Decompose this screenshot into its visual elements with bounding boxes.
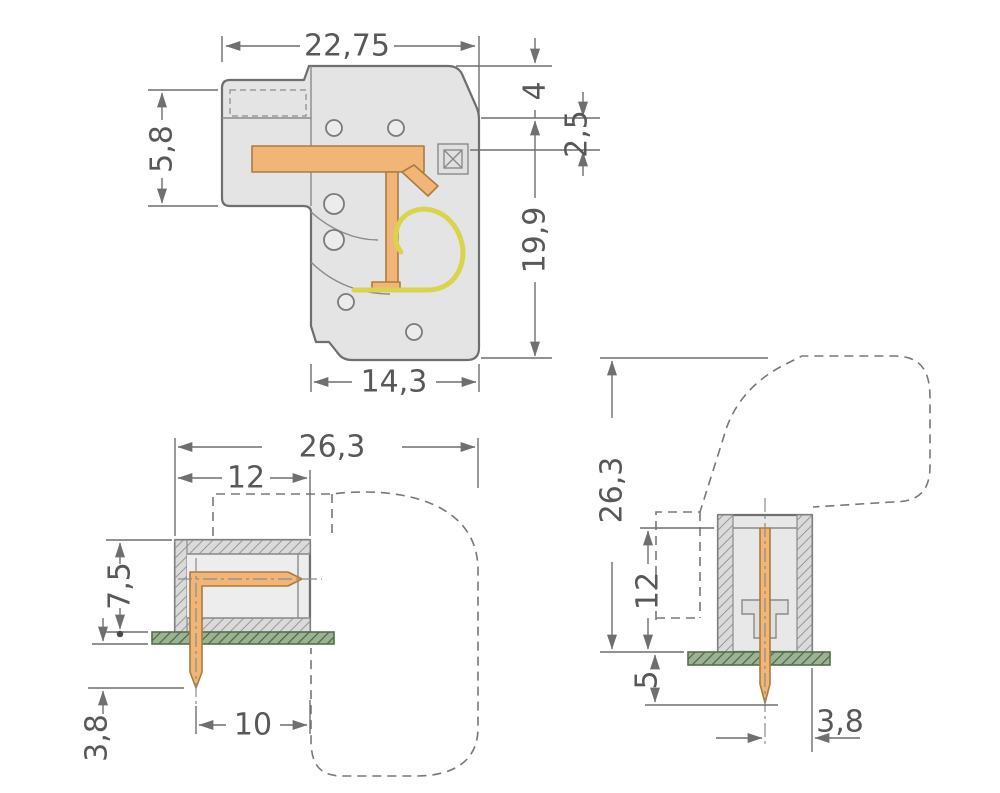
dim-label: 5 (630, 670, 665, 689)
dim-overall-width: 26,3 (174, 430, 479, 536)
dim-lower-width: 14,3 (310, 364, 480, 400)
wire-entry-hidden-outline (229, 89, 307, 117)
dim-label: 3,8 (816, 705, 864, 740)
test-slot-inner (443, 149, 463, 169)
test-slot-cross (443, 149, 463, 169)
housing-hidden-outline (655, 355, 931, 620)
solder-pin (189, 571, 303, 689)
dim-body-width: 12 (177, 461, 311, 536)
dim-label: 19,9 (518, 207, 553, 274)
housing-hole (323, 229, 345, 251)
dim-label: 14,3 (361, 365, 428, 400)
body-wall-top (174, 539, 311, 555)
dim-label: 4 (518, 81, 553, 100)
dim-right-offset: 2,5 (470, 92, 600, 176)
dim-label: 26,3 (595, 457, 630, 524)
housing-hole (405, 323, 423, 341)
dim-pin-below-pcb: 3,8 (80, 618, 184, 762)
dim-label: 12 (631, 572, 666, 610)
housing-hole (323, 193, 345, 215)
dim-pin-length: 10 (195, 700, 311, 743)
contact-bend (401, 164, 439, 197)
test-slot-detail (437, 143, 469, 175)
body-wall-left (717, 514, 734, 653)
housing-inner-contour (310, 261, 391, 295)
contact-strip (251, 145, 425, 173)
dim-label: 10 (234, 708, 272, 743)
housing-hole (337, 293, 355, 311)
dim-left-height: 5,8 (145, 89, 218, 207)
housing-hole (325, 119, 343, 137)
mating-plug-hidden-outline (212, 491, 479, 777)
body-wall-left (174, 539, 188, 633)
dim-overall-height: 19,9 (481, 120, 553, 359)
dim-label: 3,8 (80, 714, 115, 762)
body-wall-right (796, 514, 813, 653)
dim-overall-height: 26,3 (595, 357, 768, 653)
housing-hole (387, 119, 405, 137)
dim-label: 5,8 (145, 125, 180, 173)
view-side-mounted-connector: 26,3 12 7,5 3,8 (80, 430, 479, 777)
dim-body-height: 12 (631, 527, 714, 650)
dim-label: 12 (227, 461, 265, 496)
dim-overall-width: 22,75 (221, 29, 480, 118)
dim-pin-to-edge: 3,8 (716, 668, 864, 752)
view-angled-connector-section: 22,75 4 2,5 19,9 5 (145, 29, 600, 400)
pcb-board (687, 651, 831, 666)
dim-pin-below-pcb: 5 (630, 654, 778, 706)
dim-height-above-pcb: 7,5 (103, 539, 172, 638)
pcb-board (151, 631, 335, 645)
clamp-spring (351, 206, 466, 293)
dim-label: 22,75 (304, 29, 390, 64)
dim-label: 7,5 (103, 562, 138, 610)
dim-top-depth: 4 (456, 38, 600, 119)
solder-pin (759, 527, 771, 704)
connector-body-outline (220, 64, 481, 362)
reference-dot (116, 630, 124, 638)
dim-label: 2,5 (560, 110, 595, 158)
view-front-mounted-connector: 26,3 12 5 3,8 (595, 355, 931, 752)
housing-inner-contour (310, 211, 379, 241)
dim-label: 26,3 (299, 430, 366, 465)
